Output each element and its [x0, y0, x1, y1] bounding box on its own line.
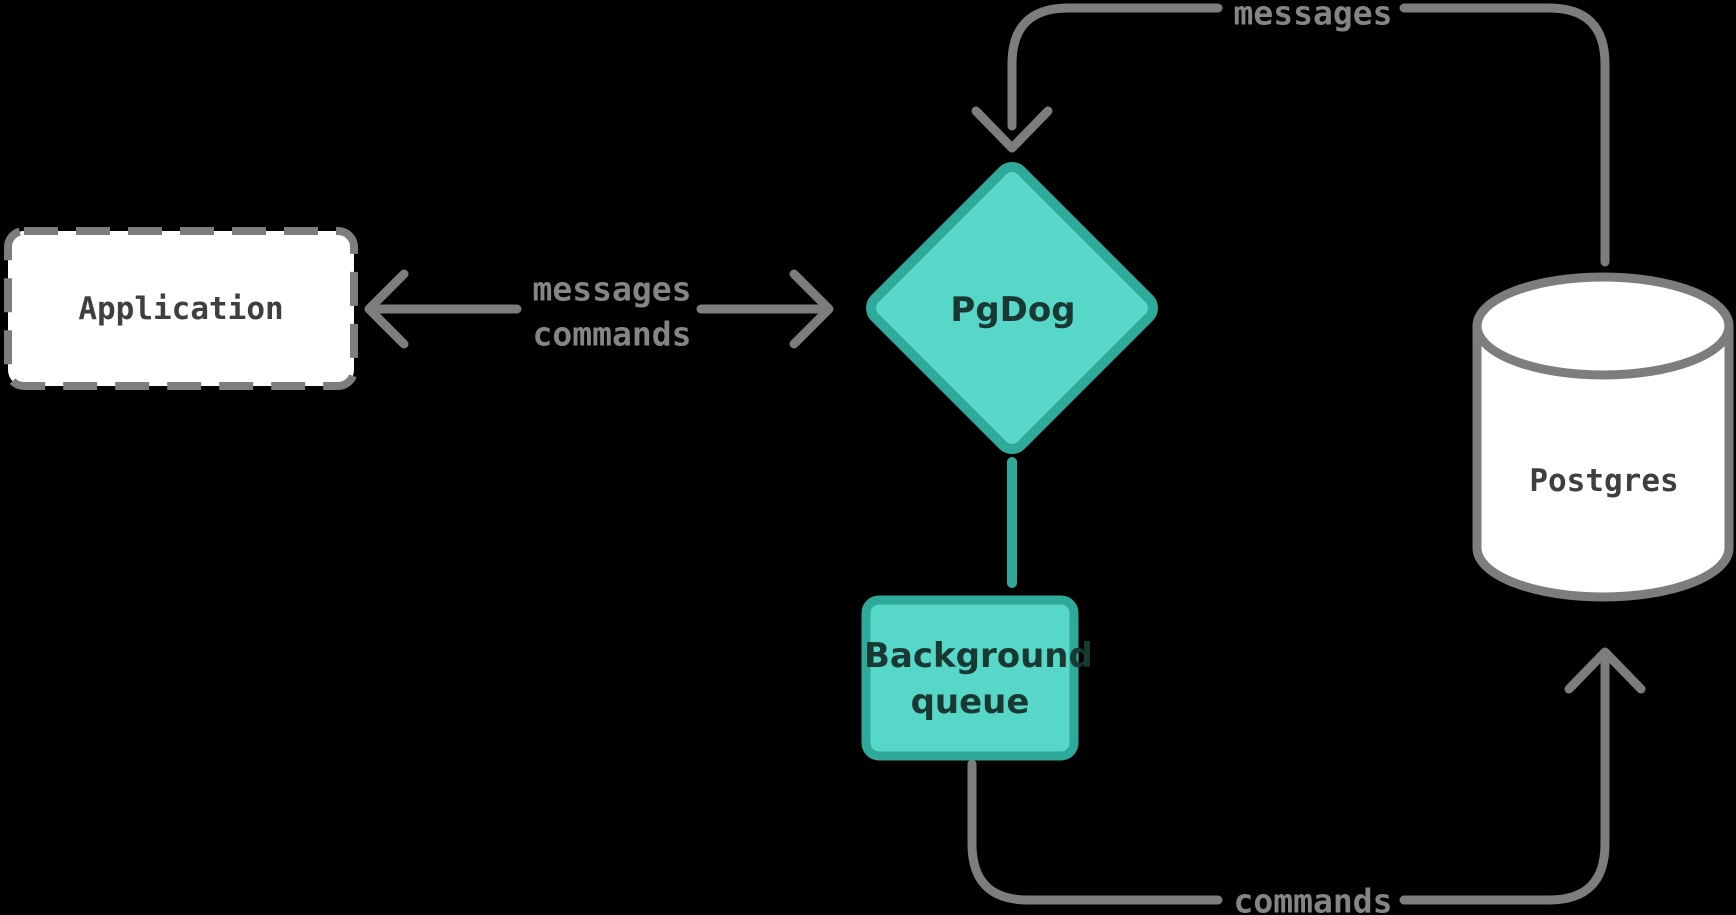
- edge-queue-to-postgres-segment-right: [1399, 649, 1610, 905]
- node-application-shape: [4, 227, 358, 390]
- node-application-label: Application: [78, 291, 284, 327]
- edge-label-messages-top: messages: [1233, 0, 1393, 33]
- edge-postgres-to-pgdog-segment-right: [1399, 3, 1610, 267]
- edge-label-commands-middle: commands: [532, 314, 692, 354]
- node-background-queue-shape: [861, 595, 1079, 761]
- cylinder-top: [1472, 272, 1734, 380]
- edge-application-pgdog: [364, 269, 834, 349]
- edge-postgres-to-pgdog: [971, 3, 1610, 267]
- arrowhead-right-icon: [789, 269, 834, 349]
- node-postgres-shape: [1472, 272, 1734, 602]
- arrowhead-down-icon: [971, 106, 1053, 153]
- node-postgres-label: Postgres: [1529, 463, 1679, 499]
- node-pgdog-shape: [866, 162, 1158, 454]
- arrowhead-left-icon: [364, 269, 409, 349]
- node-background-queue-label: Background queue: [864, 636, 1093, 722]
- edge-queue-to-postgres-segment-left: [967, 759, 1223, 905]
- edge-label-commands-bottom: commands: [1233, 881, 1393, 915]
- edge-postgres-to-pgdog-segment-left: [1007, 3, 1223, 131]
- arrowhead-up-icon: [1564, 647, 1646, 694]
- edge-queue-to-postgres: [967, 647, 1646, 905]
- node-pgdog-label: PgDog: [950, 290, 1076, 330]
- edge-label-messages-middle: messages: [532, 269, 692, 309]
- cylinder-body: [1472, 326, 1734, 602]
